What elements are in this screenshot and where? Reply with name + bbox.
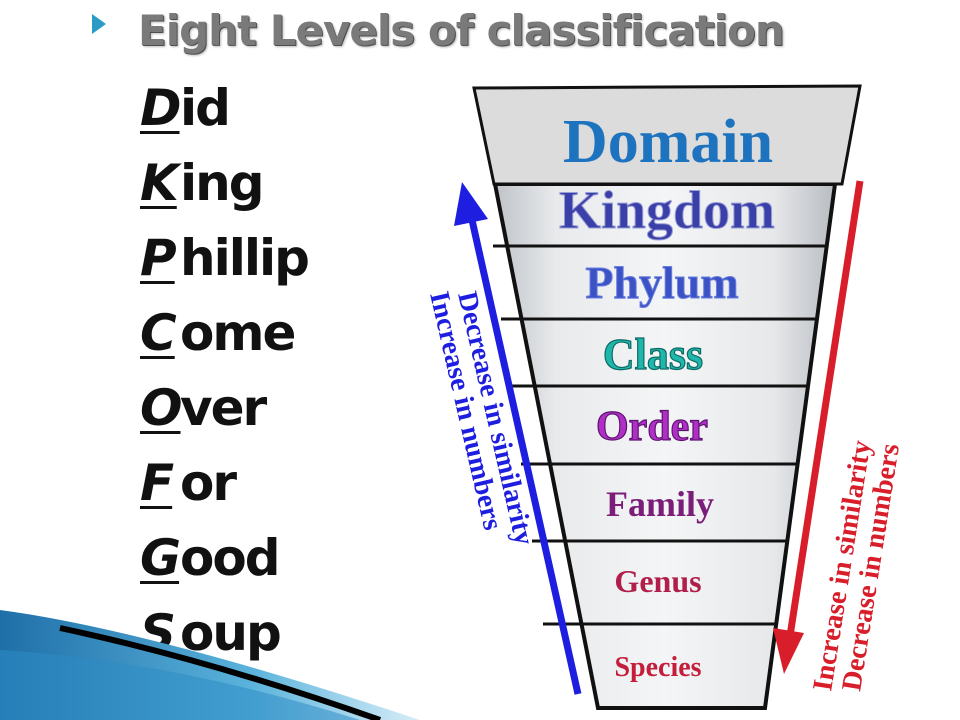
mnemonic-initial: D	[140, 79, 182, 137]
decorative-swoosh	[0, 610, 420, 720]
right-arrow	[773, 180, 864, 674]
level-label: Order	[596, 404, 708, 450]
mnemonic-rest: or	[180, 454, 237, 512]
mnemonic-rest: ing	[180, 154, 265, 212]
level-label: Phylum	[585, 257, 738, 308]
mnemonic-rest: hillip	[180, 229, 310, 287]
level-label: Genus	[614, 563, 701, 599]
mnemonic-initial: C	[140, 304, 177, 362]
domain-cap	[472, 84, 862, 186]
mnemonic-initial: G	[140, 529, 181, 587]
mnemonic-word: Did	[140, 78, 308, 153]
mnemonic-word: Over	[140, 378, 308, 453]
left-arrow	[454, 182, 582, 695]
mnemonic-rest: ome	[180, 304, 296, 362]
mnemonic-rest: id	[180, 79, 231, 137]
slide-bullet	[92, 14, 106, 34]
mnemonic-rest: ver	[180, 379, 267, 437]
mnemonic-initial: P	[140, 229, 177, 287]
level-label: Class	[603, 330, 703, 379]
mnemonic-word: King	[140, 153, 308, 228]
up-arrowhead-icon	[454, 182, 488, 226]
down-arrowhead-icon	[773, 628, 804, 674]
mnemonic-initial: O	[140, 379, 183, 437]
mnemonic-rest: ood	[180, 529, 280, 587]
level-label: Species	[614, 652, 701, 683]
classification-funnel: Domain Kingdom Phylum Class Order Family…	[423, 84, 906, 710]
slide-title: Eight Levels of classification	[138, 6, 785, 55]
level-label: Kingdom	[559, 180, 775, 240]
mnemonic-initial: F	[140, 454, 174, 512]
level-label: Family	[606, 484, 714, 524]
mnemonic-initial: K	[140, 154, 179, 212]
mnemonic-word: Good	[140, 528, 308, 603]
level-label: Domain	[563, 108, 773, 176]
